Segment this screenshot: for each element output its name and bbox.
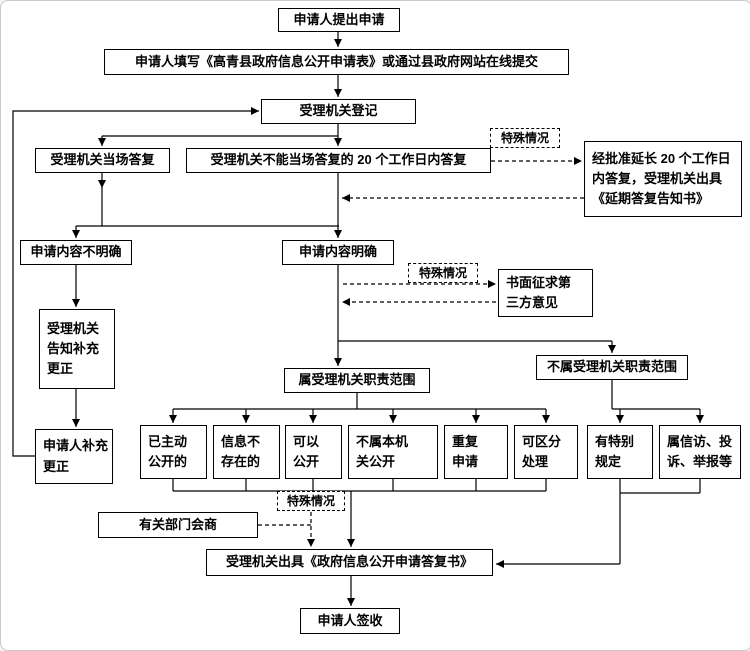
label-special-case-3: 特殊情况	[277, 491, 345, 511]
node-repeat-request: 重复 申请	[444, 425, 508, 479]
node-third-party-opinion: 书面征求第 三方意见	[498, 269, 593, 317]
node-onsite-reply: 受理机关当场答复	[35, 148, 170, 173]
node-registration: 受理机关登记	[261, 99, 416, 124]
node-fill-application-form: 申请人填写《高青县政府信息公开申请表》或通过县政府网站在线提交	[104, 49, 569, 75]
node-petition-complaint: 属信访、投 诉、举报等	[659, 425, 741, 479]
node-content-unclear: 申请内容不明确	[20, 240, 132, 265]
node-out-of-scope: 不属受理机关职责范围	[536, 355, 688, 380]
node-reply-within-20-days: 受理机关不能当场答复的 20 个工作日内答复	[186, 148, 491, 173]
node-sign-receipt: 申请人签收	[300, 608, 400, 634]
node-applicant-supplement: 申请人补充 更正	[35, 429, 113, 484]
node-extended-reply: 经批准延长 20 个工作日 内答复，受理机关出具 《延期答复告知书》	[584, 141, 742, 217]
node-in-scope: 属受理机关职责范围	[284, 368, 430, 393]
node-separable-handling: 可区分 处理	[514, 425, 578, 479]
node-info-not-exist: 信息不 存在的	[213, 425, 280, 479]
label-special-case-2: 特殊情况	[408, 263, 478, 283]
node-reply-document: 受理机关出具《政府信息公开申请答复书》	[206, 549, 493, 576]
node-applicant-submit: 申请人提出申请	[278, 8, 400, 32]
node-not-this-org: 不属本机 关公开	[348, 425, 438, 479]
node-notify-supplement: 受理机关 告知补充 更正	[39, 309, 115, 389]
node-special-provision: 有特别 规定	[587, 425, 653, 479]
label-special-case-1: 特殊情况	[490, 128, 560, 148]
node-can-disclose: 可以 公开	[285, 425, 342, 479]
node-dept-consultation: 有关部门会商	[98, 512, 258, 538]
node-content-clear: 申请内容明确	[282, 240, 394, 265]
node-already-disclosed: 已主动 公开的	[140, 425, 207, 479]
